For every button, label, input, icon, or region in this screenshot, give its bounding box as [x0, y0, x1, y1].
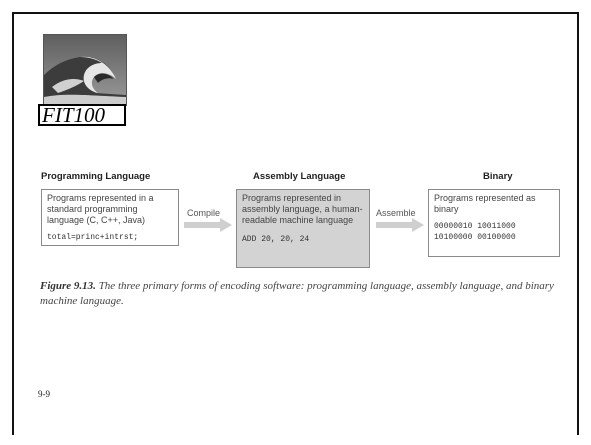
wave-image: [43, 34, 127, 106]
binary-code: 00000010 10011000 10100000 00100000: [434, 222, 516, 242]
figure-caption-text: The three primary forms of encoding soft…: [40, 280, 554, 307]
figure-label: Figure 9.13.: [40, 280, 96, 292]
page-number: 9-9: [38, 389, 50, 399]
logo-label: FIT100: [38, 104, 126, 126]
programming-language-box: Programs represented in a standard progr…: [41, 189, 179, 246]
assemble-arrow: [376, 218, 424, 232]
programming-language-code: total=princ+intrst;: [47, 233, 139, 242]
programming-language-text: Programs represented in a standard progr…: [47, 193, 154, 225]
assembly-language-code: ADD 20, 20, 24: [242, 235, 310, 244]
fit100-logo: FIT100: [38, 34, 128, 126]
assembly-language-box: Programs represented in assembly languag…: [236, 189, 370, 268]
assembly-language-text: Programs represented in assembly languag…: [242, 193, 363, 225]
binary-box: Programs represented as binary 00000010 …: [428, 189, 560, 257]
figure-caption: Figure 9.13. The three primary forms of …: [40, 279, 560, 309]
slide-frame: [12, 12, 579, 435]
binary-heading: Binary: [483, 171, 513, 182]
assemble-label: Assemble: [376, 208, 416, 218]
compile-arrow: [184, 218, 232, 232]
assembly-language-heading: Assembly Language: [253, 171, 346, 182]
binary-text: Programs represented as binary: [434, 193, 536, 214]
compile-label: Compile: [187, 208, 221, 218]
programming-language-heading: Programming Language: [41, 171, 151, 182]
